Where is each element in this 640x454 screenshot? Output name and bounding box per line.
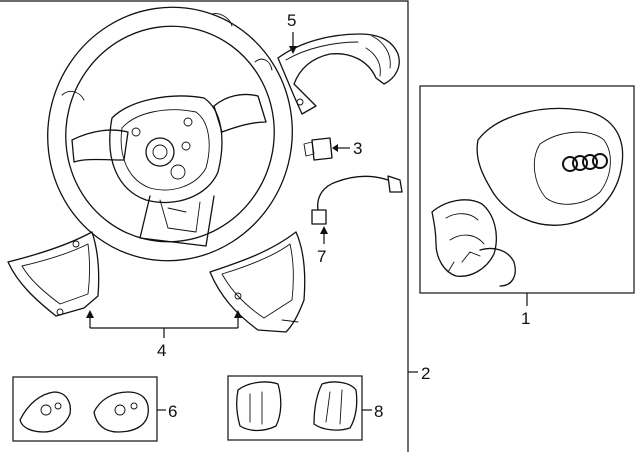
airbag-module-icon bbox=[476, 107, 624, 226]
control-switch-right-icon bbox=[93, 391, 149, 433]
control-switches-box: 6 bbox=[12, 376, 177, 442]
bolt-icon: 3 bbox=[303, 137, 362, 161]
callout-5: 5 bbox=[287, 11, 296, 30]
control-switch-left-icon bbox=[19, 391, 72, 433]
callout-2: 2 bbox=[421, 364, 430, 383]
callout-3: 3 bbox=[353, 139, 362, 158]
callout-7: 7 bbox=[317, 247, 326, 266]
callout-1: 1 bbox=[521, 309, 530, 328]
cover-trims-box: 8 bbox=[227, 375, 383, 441]
wire-harness-icon: 7 bbox=[311, 175, 403, 266]
callout-4-leader: 4 bbox=[86, 310, 242, 360]
airbag-box: 1 bbox=[419, 85, 635, 328]
cover-trim-left-icon bbox=[236, 381, 282, 432]
callout-4: 4 bbox=[157, 341, 166, 360]
clockspring-icon bbox=[431, 199, 516, 287]
switch-bezel-left-icon bbox=[7, 231, 100, 317]
callout-8: 8 bbox=[374, 402, 383, 421]
cover-trim-right-icon bbox=[313, 381, 358, 431]
switch-bezel-right-icon bbox=[209, 231, 306, 333]
callout-6: 6 bbox=[168, 402, 177, 421]
steering-wheel-icon bbox=[47, 6, 293, 262]
trim-cover-icon: 5 bbox=[277, 11, 400, 115]
assembly-frame: 2 bbox=[0, 0, 430, 452]
